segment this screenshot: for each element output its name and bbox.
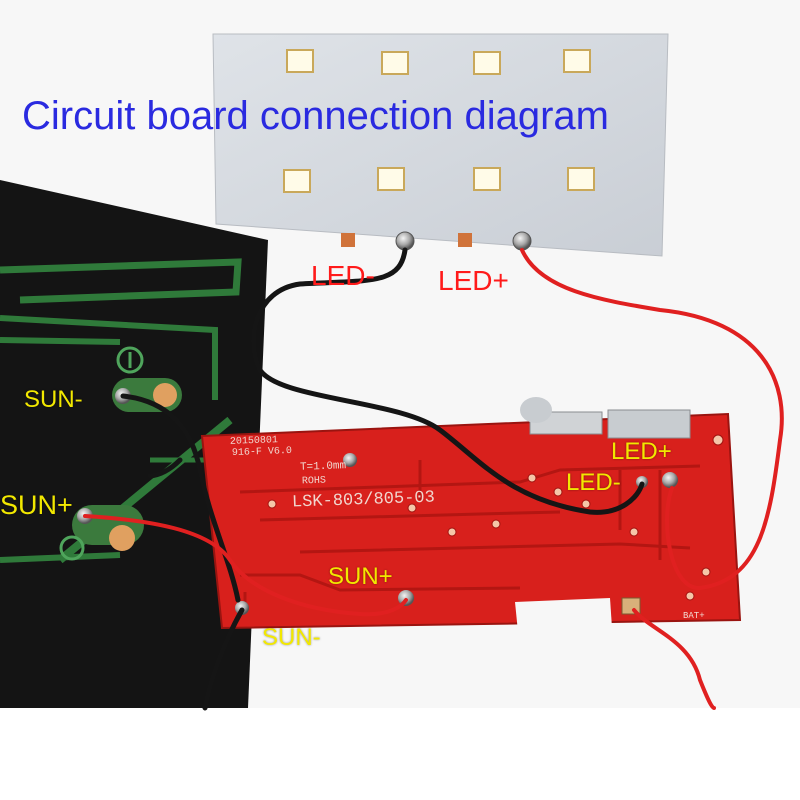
solar-positive-copper <box>109 525 135 551</box>
sun-minus-label-left: SUN- <box>24 386 83 413</box>
led-chip <box>286 49 314 73</box>
led-chip <box>567 167 595 191</box>
solar-panel <box>0 180 268 708</box>
bottom-white-band <box>0 708 800 800</box>
led-plus-label-board: LED+ <box>611 438 672 465</box>
led-minus-label: LED- <box>311 260 375 291</box>
led-chip <box>563 49 591 73</box>
black-wire-dangling-2 <box>147 457 183 479</box>
usb-port <box>607 409 691 439</box>
board-rohs-text: ROHS <box>301 475 327 488</box>
led-plus-screw <box>512 231 532 251</box>
page-title: Circuit board connection diagram <box>22 94 609 138</box>
led-board <box>212 33 669 257</box>
board-thickness-text: T=1.0mm <box>299 460 347 474</box>
component <box>520 397 552 423</box>
copper-pad <box>341 233 355 247</box>
sun-plus-label-left: SUN+ <box>0 490 73 520</box>
sun-plus-label-board: SUN+ <box>328 563 393 590</box>
led-chip <box>473 51 501 75</box>
led-chip-row-1 <box>286 49 591 75</box>
board-bat-text: BAT+ <box>683 611 705 621</box>
led-chip <box>377 167 405 191</box>
solar-negative-copper <box>153 383 177 407</box>
board-model-text: LSK-803/805-03 <box>291 488 436 513</box>
black-wire-led-minus <box>251 247 645 515</box>
led-plus-label: LED+ <box>438 265 509 296</box>
led-chip-row-2 <box>283 167 595 193</box>
red-wire-bat <box>632 608 716 710</box>
led-minus-screw <box>395 231 415 251</box>
solar-plus-symbol <box>59 535 85 561</box>
pcb-led-plus-screw <box>662 472 678 488</box>
led-chip <box>381 51 409 75</box>
board-version-text: 916-F V6.0 <box>231 445 293 460</box>
copper-pad <box>458 233 472 247</box>
black-wire-sun-minus <box>120 393 241 603</box>
led-chip <box>473 167 501 191</box>
pcb-top-screw <box>343 453 357 467</box>
red-wire-sun-plus <box>83 514 408 617</box>
red-wire-led-plus <box>520 248 784 591</box>
pcb-vias <box>267 434 724 601</box>
solar-minus-symbol <box>116 346 144 374</box>
led-chip <box>283 169 311 193</box>
wires <box>83 247 784 711</box>
black-wire-dangling <box>202 607 245 711</box>
led-minus-label-board: LED- <box>566 469 621 496</box>
sun-minus-label-board: SUN- <box>262 624 321 651</box>
